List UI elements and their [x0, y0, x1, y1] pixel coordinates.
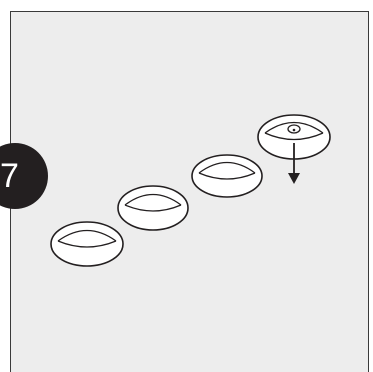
illustration-panel [10, 11, 369, 372]
step-number: 7 [0, 157, 19, 195]
pad-2 [117, 185, 189, 231]
pad-1 [50, 221, 124, 267]
pad-4-with-hole [257, 114, 331, 160]
pad-3 [191, 154, 263, 198]
arrow-down-icon [288, 143, 300, 184]
step-number-badge: 7 [0, 143, 48, 209]
